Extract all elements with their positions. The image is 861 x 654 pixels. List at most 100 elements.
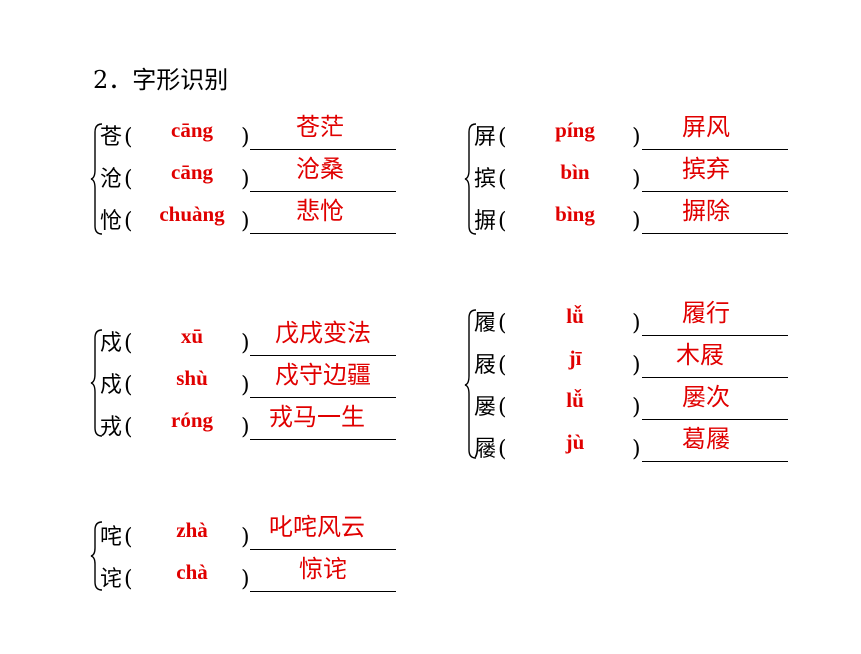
list-item: 戎 ( róng ) 戎马一生 — [90, 403, 400, 444]
char: 诧 — [100, 567, 123, 592]
answer-line — [250, 191, 396, 192]
open-paren: ( — [498, 167, 507, 192]
brace-icon — [464, 309, 477, 459]
answer: 叱咤风云 — [269, 513, 365, 541]
brace-icon — [90, 123, 103, 235]
pinyin: chuàng — [159, 202, 225, 226]
open-paren: ( — [124, 331, 133, 356]
answer-line — [250, 149, 396, 150]
pinyin: xū — [180, 324, 204, 348]
open-paren: ( — [124, 415, 133, 440]
close-paren: ) — [632, 437, 641, 462]
pinyin: lǚ — [566, 388, 584, 412]
list-item: 戍 ( shù ) 戍守边疆 — [90, 361, 400, 402]
close-paren: ) — [241, 125, 250, 150]
char-group-2: 屏 ( píng ) 屏风 摈 ( bìn ) 摈弃 摒 ( bìng ) 摒除 — [464, 113, 794, 240]
char: 苍 — [100, 125, 123, 150]
answer-line — [250, 439, 396, 440]
char-group-4: 履 ( lǚ ) 履行 屐 ( jī ) 木屐 屡 ( lǚ ) 屡次 屦 ( … — [464, 299, 794, 466]
pinyin: shù — [176, 366, 208, 390]
open-paren: ( — [498, 395, 507, 420]
list-item: 屡 ( lǚ ) 屡次 — [464, 383, 794, 424]
answer: 惊诧 — [299, 555, 347, 583]
close-paren: ) — [632, 395, 641, 420]
answer: 戎马一生 — [269, 403, 365, 431]
close-paren: ) — [632, 311, 641, 336]
pinyin: róng — [171, 408, 213, 432]
answer-line — [642, 419, 788, 420]
list-item: 摈 ( bìn ) 摈弃 — [464, 155, 794, 196]
pinyin: píng — [555, 118, 595, 142]
char: 戍 — [100, 331, 123, 356]
char: 怆 — [100, 209, 123, 234]
answer-line — [642, 335, 788, 336]
list-item: 戍 ( xū ) 戊戌变法 — [90, 319, 400, 360]
answer: 履行 — [682, 299, 730, 327]
char-group-1: 苍 ( cāng ) 苍茫 沧 ( cāng ) 沧桑 怆 ( chuàng )… — [90, 113, 400, 240]
close-paren: ) — [632, 209, 641, 234]
list-item: 怆 ( chuàng ) 悲怆 — [90, 197, 400, 238]
answer-line — [642, 377, 788, 378]
char: 履 — [474, 311, 497, 336]
char: 屏 — [474, 125, 497, 150]
list-item: 诧 ( chà ) 惊诧 — [90, 555, 400, 596]
pinyin: bìng — [555, 202, 595, 226]
close-paren: ) — [241, 415, 250, 440]
char: 屡 — [474, 395, 497, 420]
close-paren: ) — [632, 353, 641, 378]
pinyin: jī — [568, 346, 582, 370]
open-paren: ( — [124, 209, 133, 234]
open-paren: ( — [498, 209, 507, 234]
open-paren: ( — [498, 353, 507, 378]
page-title: 2．字形识别 — [93, 66, 229, 94]
answer-line — [250, 397, 396, 398]
list-item: 沧 ( cāng ) 沧桑 — [90, 155, 400, 196]
answer: 屏风 — [682, 113, 730, 141]
pinyin: bìn — [560, 160, 590, 184]
answer-line — [642, 233, 788, 234]
answer-line — [642, 149, 788, 150]
char-group-5: 咤 ( zhà ) 叱咤风云 诧 ( chà ) 惊诧 — [90, 513, 400, 596]
answer: 戍守边疆 — [275, 361, 371, 389]
char: 屦 — [474, 437, 497, 462]
close-paren: ) — [241, 373, 250, 398]
close-paren: ) — [241, 331, 250, 356]
pinyin: zhà — [176, 518, 208, 542]
open-paren: ( — [498, 311, 507, 336]
open-paren: ( — [124, 525, 133, 550]
answer-line — [250, 233, 396, 234]
char: 屐 — [474, 353, 497, 378]
answer-line — [642, 191, 788, 192]
list-item: 屐 ( jī ) 木屐 — [464, 341, 794, 382]
answer: 木屐 — [676, 341, 724, 369]
list-item: 屦 ( jù ) 葛屦 — [464, 425, 794, 466]
list-item: 摒 ( bìng ) 摒除 — [464, 197, 794, 238]
open-paren: ( — [498, 125, 507, 150]
pinyin: cāng — [171, 160, 213, 184]
char: 戍 — [100, 373, 123, 398]
char: 沧 — [100, 167, 123, 192]
answer: 戊戌变法 — [275, 319, 371, 347]
close-paren: ) — [632, 125, 641, 150]
answer: 沧桑 — [296, 155, 344, 183]
char: 摈 — [474, 167, 497, 192]
brace-icon — [90, 521, 103, 591]
answer: 摒除 — [682, 197, 730, 225]
answer: 苍茫 — [296, 113, 344, 141]
answer: 悲怆 — [296, 197, 344, 225]
list-item: 咤 ( zhà ) 叱咤风云 — [90, 513, 400, 554]
close-paren: ) — [241, 567, 250, 592]
answer-line — [250, 591, 396, 592]
open-paren: ( — [124, 125, 133, 150]
open-paren: ( — [124, 373, 133, 398]
answer-line — [250, 549, 396, 550]
char: 摒 — [474, 209, 497, 234]
pinyin: jù — [565, 430, 585, 454]
answer: 屡次 — [682, 383, 730, 411]
brace-icon — [90, 329, 103, 437]
char: 戎 — [100, 415, 123, 440]
pinyin: lǚ — [566, 304, 584, 328]
list-item: 苍 ( cāng ) 苍茫 — [90, 113, 400, 154]
list-item: 履 ( lǚ ) 履行 — [464, 299, 794, 340]
pinyin: chà — [176, 560, 208, 584]
